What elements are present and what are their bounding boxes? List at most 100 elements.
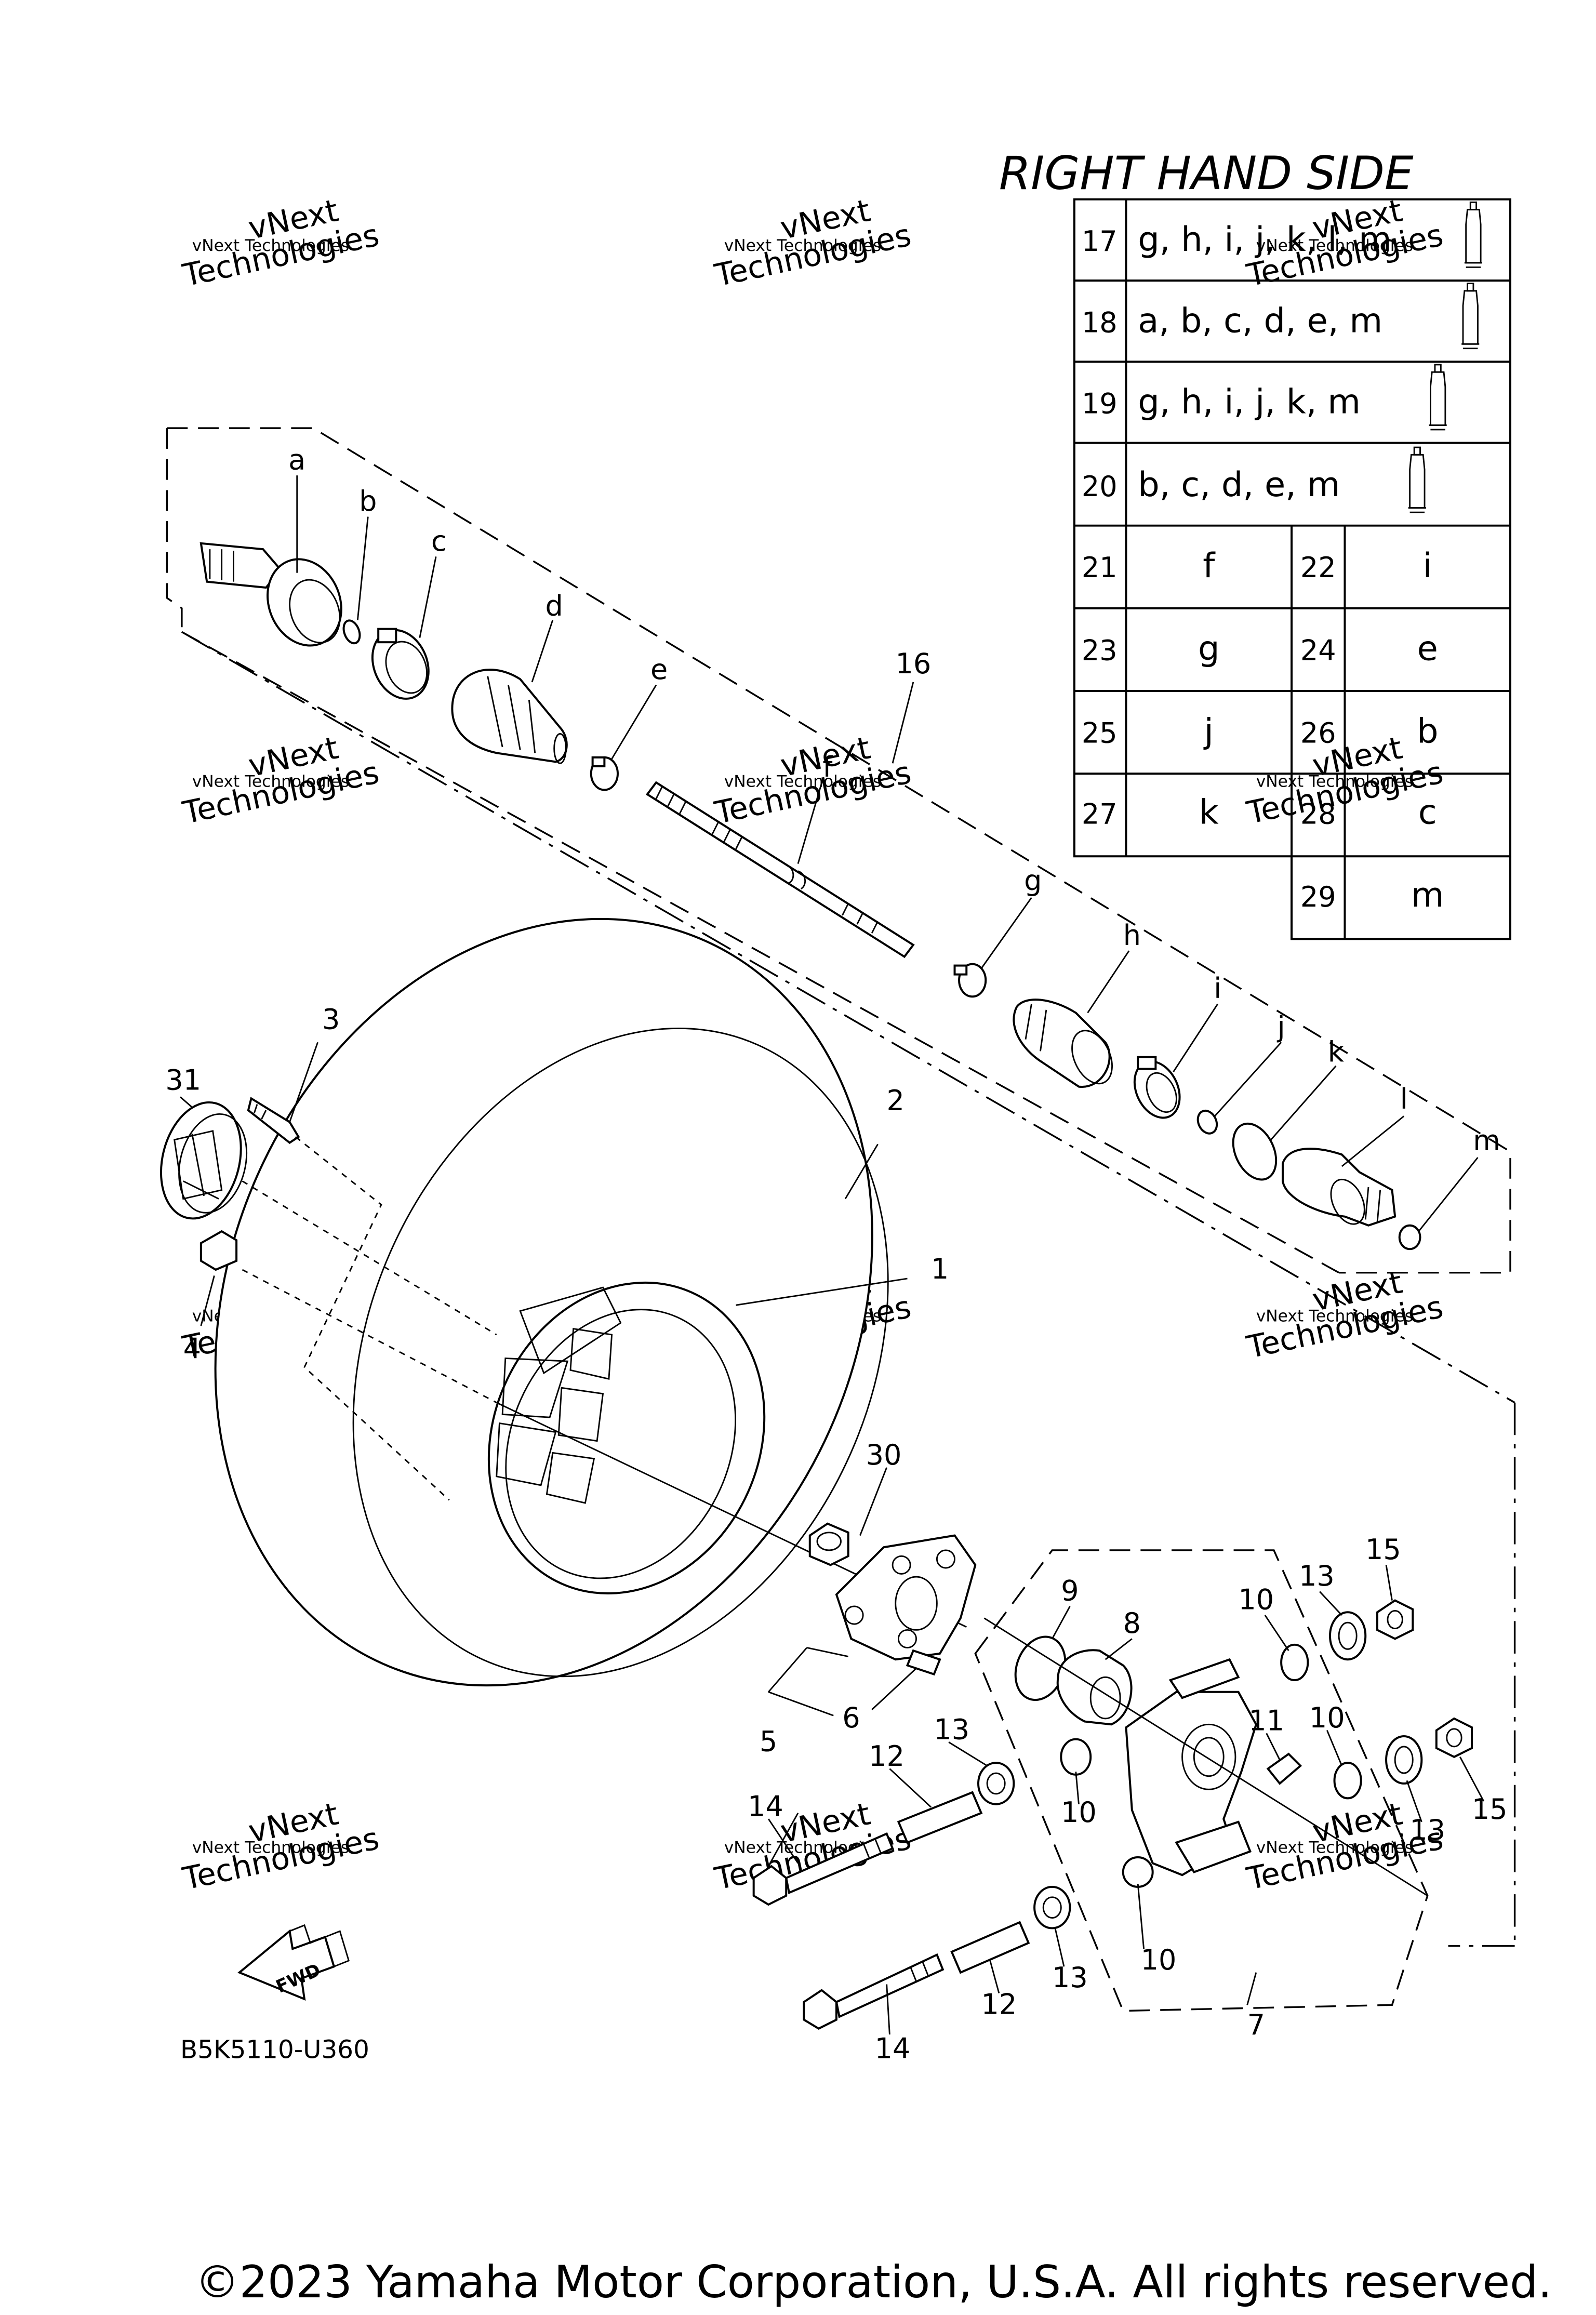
callout-7: 7 <box>1247 2008 1265 2041</box>
callout-5: 5 <box>760 1725 777 1758</box>
callout-14-b: 14 <box>875 2032 911 2065</box>
callout-i: i <box>1214 972 1221 1005</box>
svg-text:e: e <box>1417 629 1438 668</box>
svg-text:vNext Technologies: vNext Technologies <box>724 236 881 255</box>
svg-text:vNext Technologies: vNext Technologies <box>724 773 881 791</box>
seal-13-c <box>1385 1735 1423 1785</box>
svg-text:g, h, i, j, k, m: g, h, i, j, k, m <box>1138 382 1361 422</box>
callout-10-c: 10 <box>1309 1701 1345 1734</box>
copyright-notice: ©2023 Yamaha Motor Corporation, U.S.A. A… <box>195 2257 1552 2308</box>
kit-row-17: 17 g, h, i, j, k, l, m <box>1082 201 1483 268</box>
svg-text:g, h, i, j, k, l, m: g, h, i, j, k, l, m <box>1138 220 1392 259</box>
inner-cv-joint-l <box>1281 1148 1396 1227</box>
svg-text:m: m <box>1411 875 1444 915</box>
boot-band-i <box>1133 1056 1181 1119</box>
callout-12-a: 12 <box>869 1740 905 1773</box>
svg-text:i: i <box>1423 546 1432 586</box>
callout-d: d <box>546 590 563 622</box>
callout-13-d: 13 <box>1052 1961 1088 1994</box>
nut-4 <box>200 1230 238 1271</box>
callout-f: f <box>822 751 833 783</box>
page-title: RIGHT HAND SIDE <box>999 147 1414 200</box>
callout-10-d: 10 <box>1141 1944 1177 1976</box>
shaft-f <box>645 781 915 959</box>
svg-text:k: k <box>1199 793 1219 832</box>
wheel-1 <box>487 1281 766 1594</box>
svg-text:24: 24 <box>1300 634 1336 667</box>
svg-text:21: 21 <box>1082 551 1118 584</box>
svg-text:a, b, c, d, e, m: a, b, c, d, e, m <box>1138 301 1382 340</box>
hub-5 <box>835 1534 977 1661</box>
svg-text:28: 28 <box>1300 798 1336 831</box>
svg-text:j: j <box>1203 711 1214 751</box>
svg-text:25: 25 <box>1082 716 1118 749</box>
leaders-shaft <box>296 475 1479 1232</box>
svg-text:g: g <box>1198 629 1220 668</box>
svg-text:vNext Technologies: vNext Technologies <box>1256 236 1413 255</box>
svg-text:vNext Technologies: vNext Technologies <box>1256 1307 1413 1325</box>
callout-30: 30 <box>866 1439 902 1471</box>
bolt-14-a <box>752 1832 894 1906</box>
boot-h <box>1013 999 1113 1088</box>
svg-text:c: c <box>1418 793 1437 832</box>
callout-b: b <box>359 485 377 517</box>
seal-13-b <box>977 1762 1015 1805</box>
grease-nipple-11 <box>1266 1752 1302 1785</box>
callout-l: l <box>1400 1083 1408 1115</box>
svg-text:vNext Technologies: vNext Technologies <box>192 1839 349 1857</box>
callout-m: m <box>1473 1124 1500 1157</box>
callout-13-b: 13 <box>934 1713 969 1746</box>
callout-9: 9 <box>1061 1575 1079 1607</box>
callout-j: j <box>1277 1010 1285 1043</box>
grease-tube-icon <box>1464 201 1483 268</box>
svg-text:17: 17 <box>1082 225 1118 258</box>
callout-h: h <box>1123 919 1141 952</box>
dotted-guides <box>242 1136 497 1501</box>
boot-band-g <box>953 963 987 998</box>
seal-13-a <box>1329 1611 1367 1661</box>
callout-e: e <box>650 653 668 686</box>
svg-text:b, c, d, e, m: b, c, d, e, m <box>1138 465 1340 504</box>
circlip-b <box>342 619 361 645</box>
svg-text:vNext Technologies: vNext Technologies <box>192 236 349 255</box>
kit-row-29: 29 m <box>1300 875 1444 915</box>
circlip-m <box>1398 1224 1421 1250</box>
kit-row-18: 18 a, b, c, d, e, m <box>1082 283 1480 350</box>
bushing-10-b <box>1060 1738 1092 1776</box>
boot-d <box>451 669 568 764</box>
svg-text:18: 18 <box>1082 306 1118 339</box>
kit-row-20: 20 b, c, d, e, m <box>1082 446 1427 513</box>
diagram-code: B5K5110-U360 <box>180 2035 369 2065</box>
bolt-14-b <box>803 1953 945 2030</box>
kit-row-23-24: 23 g 24 e <box>1082 629 1438 668</box>
nut-15-a <box>1376 1599 1414 1640</box>
kit-row-21-22: 21 f 22 i <box>1082 546 1432 586</box>
hub-cap-31 <box>159 1101 248 1220</box>
kit-row-19: 19 g, h, i, j, k, m <box>1082 364 1448 431</box>
driveshaft-assembly-outline <box>166 427 1516 1947</box>
svg-text:27: 27 <box>1082 798 1118 831</box>
fwd-arrow-icon: FWD <box>237 1924 350 2001</box>
callout-2: 2 <box>887 1084 905 1117</box>
callout-k: k <box>1328 1035 1345 1068</box>
callout-11: 11 <box>1248 1705 1284 1737</box>
bushing-10-d <box>1122 1856 1154 1888</box>
callout-a: a <box>288 444 305 476</box>
boot-band-c <box>371 628 430 700</box>
valve-stem-3 <box>247 1097 300 1145</box>
svg-text:22: 22 <box>1300 551 1336 584</box>
outer-cv-joint-a <box>200 542 342 647</box>
svg-text:vNext Technologies: vNext Technologies <box>1256 773 1413 791</box>
svg-text:23: 23 <box>1082 634 1118 667</box>
svg-text:vNext Technologies: vNext Technologies <box>1256 1839 1413 1857</box>
kit-row-27-28: 27 k 28 c <box>1082 793 1437 832</box>
grease-tube-icon <box>1407 446 1427 513</box>
callout-10-a: 10 <box>1238 1584 1274 1616</box>
o-ring-k <box>1232 1122 1278 1181</box>
callout-12-b: 12 <box>981 1988 1017 2020</box>
kit-row-25-26: 25 j 26 b <box>1082 711 1439 751</box>
callout-16: 16 <box>895 647 931 680</box>
callout-15-a: 15 <box>1365 1533 1401 1566</box>
callout-8: 8 <box>1123 1607 1141 1640</box>
